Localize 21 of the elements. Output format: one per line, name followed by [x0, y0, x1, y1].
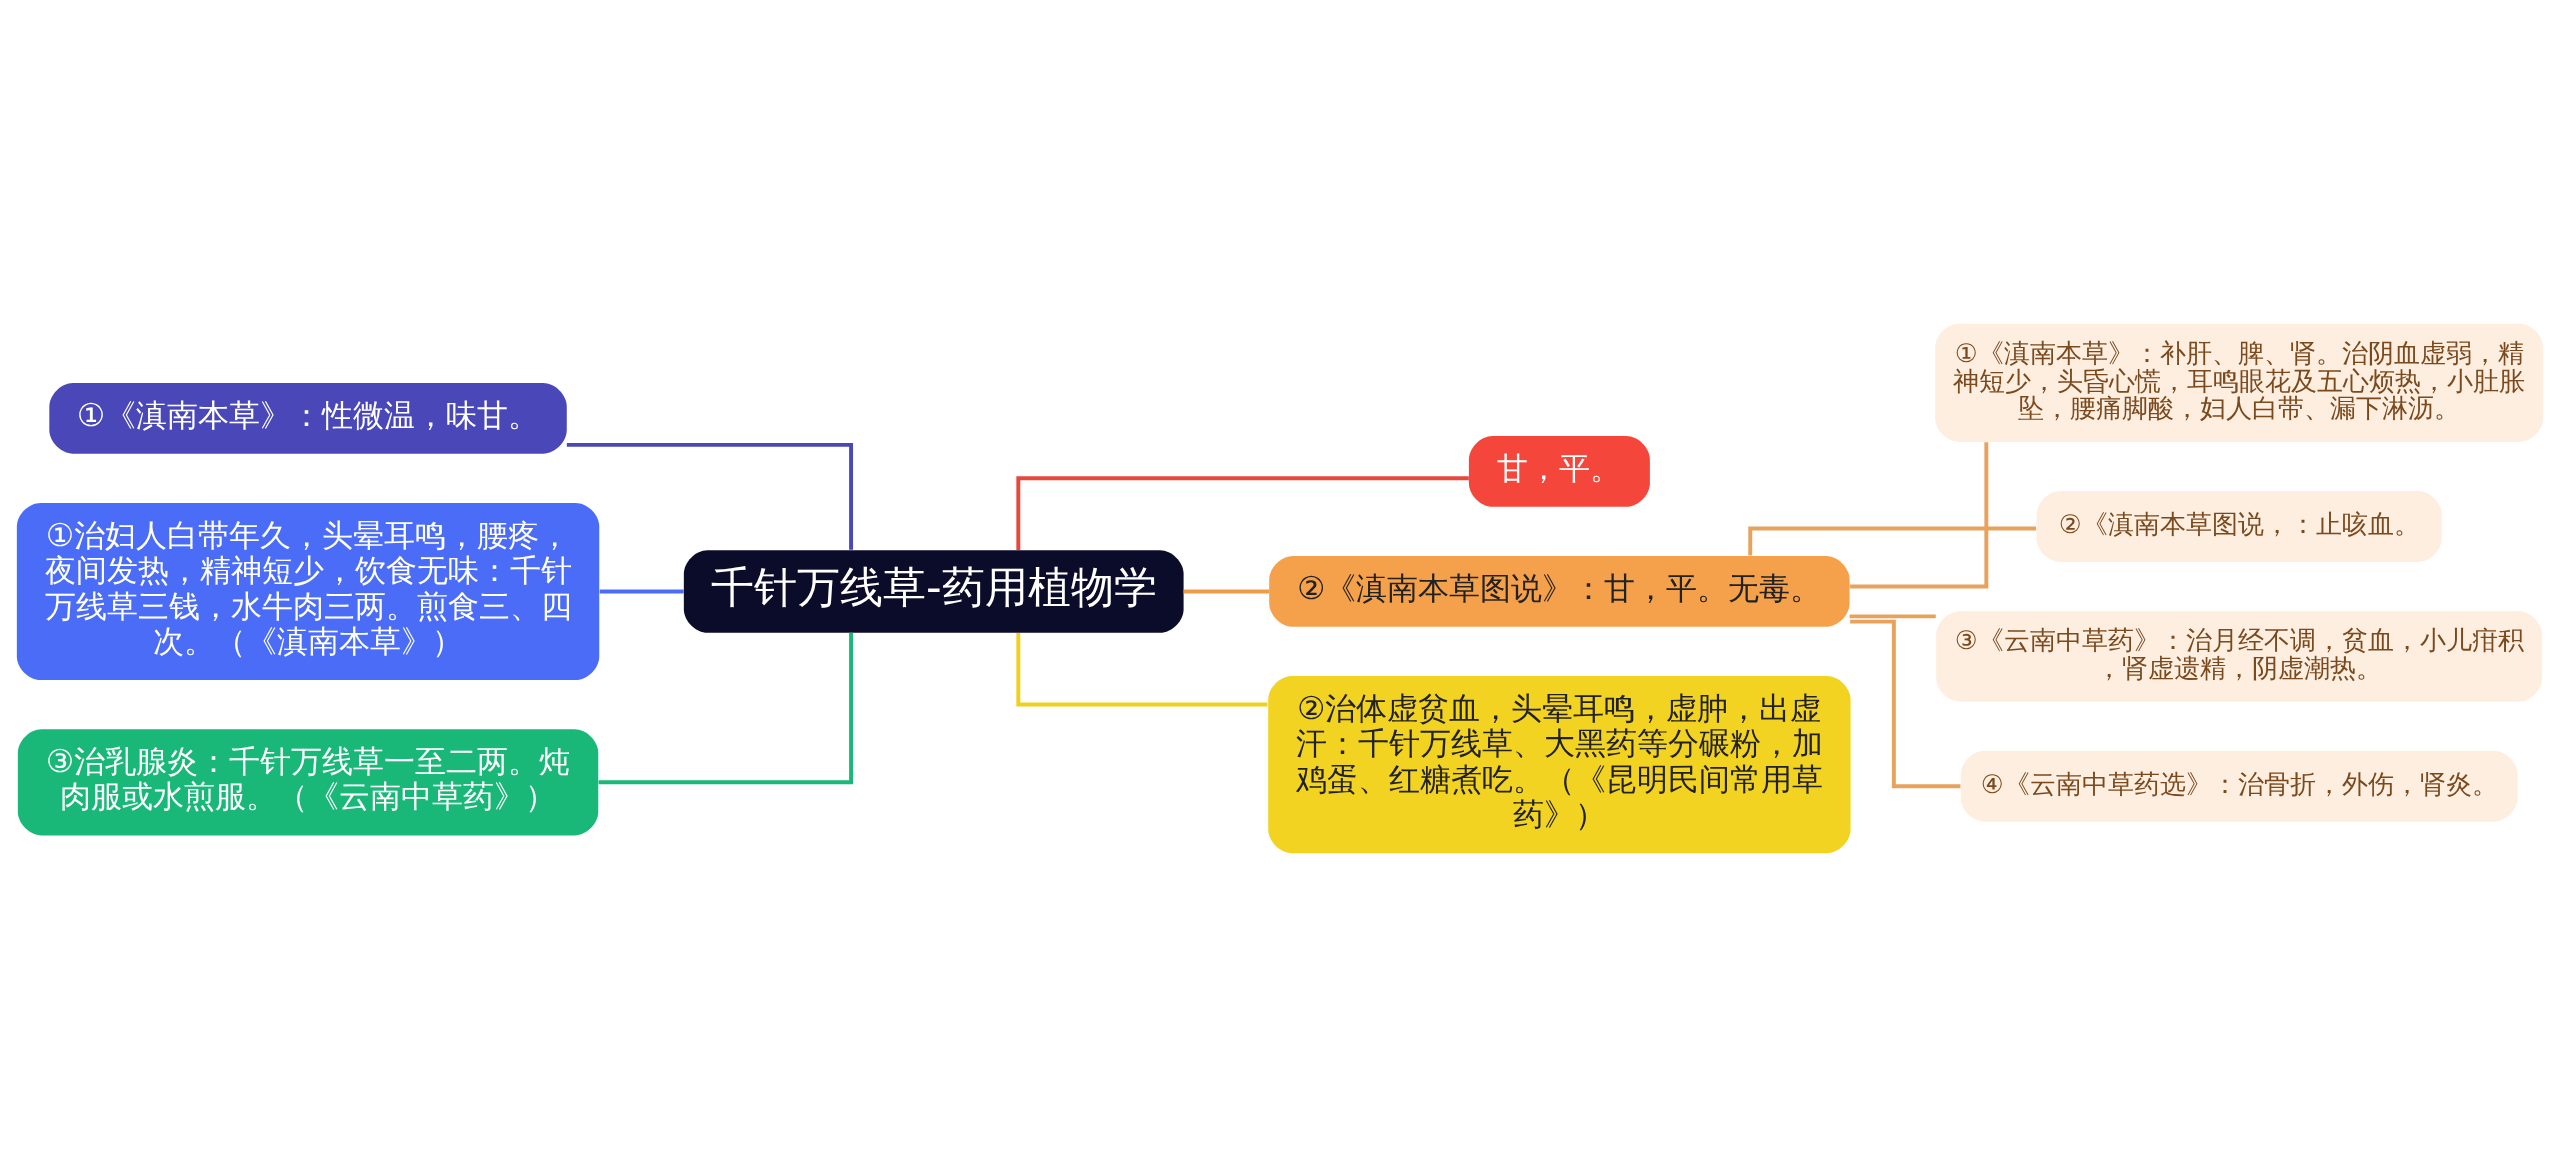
node-box: ①《滇南本草》：性微温，味甘。 [49, 382, 567, 454]
node-box: ①《滇南本草》：补肝、脾、肾。治阴血虚弱，精神短少，头昏心慌，耳鸣眼花及五心烦热，小肚胀坠，腰痛脚酸，妇人白带、漏下淋沥。 [1935, 323, 2544, 442]
connector [1183, 589, 1270, 593]
node-box: ③治乳腺炎：千针万线草一至二两。炖肉服或水煎服。（《云南中草药》） [17, 728, 599, 835]
connector [1850, 619, 1961, 788]
connector [1016, 475, 1469, 550]
connector [1850, 441, 1989, 588]
connector [598, 632, 854, 784]
node-box: 千针万线草-药用植物学 [683, 549, 1184, 633]
node-box: ④《云南中草药选》：治骨折，外伤，肾炎。 [1960, 750, 2518, 822]
connector [1748, 526, 2037, 556]
connector [1016, 632, 1268, 707]
connector [566, 442, 854, 550]
node-box: ③《云南中草药》：治月经不调，贫血，小儿疳积，肾虚遗精，阴虚潮热。 [1936, 610, 2543, 702]
node-box: ②治体虚贫血，头晕耳鸣，虚肿，出虚汗：千针万线草、大黑药等分碾粉，加鸡蛋、红糖煮吃。（《昆明民间常用草药》） [1268, 675, 1851, 853]
node-box: ②《滇南本草图说》：甘，平。无毒。 [1269, 555, 1850, 627]
connector [599, 589, 684, 593]
node-box: ②《滇南本草图说，：止咳血。 [2036, 490, 2442, 562]
node-box: ①治妇人白带年久，头晕耳鸣，腰疼，夜间发热，精神短少，饮食无味：千针万线草三钱，水牛肉三两。煎食三、四次。（《滇南本草》） [16, 502, 600, 680]
node-box: 甘，平。 [1468, 435, 1650, 507]
connector [1849, 613, 1936, 618]
